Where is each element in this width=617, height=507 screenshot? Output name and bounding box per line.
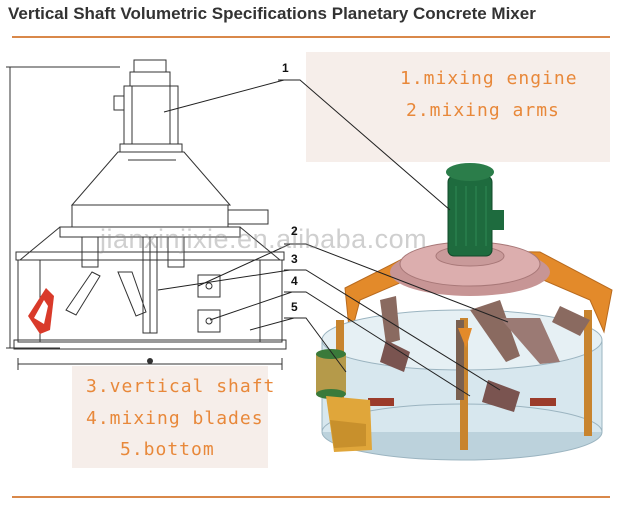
page-title: Vertical Shaft Volumetric Specifications… (8, 4, 536, 23)
bottom-label-panel (72, 366, 268, 468)
bottom-divider (12, 496, 610, 498)
legend-mixing-engine: 1.mixing engine (400, 68, 578, 89)
mixer-3d-render (316, 163, 613, 461)
legend-bottom: 5.bottom (120, 439, 215, 460)
callout-5: 5 (291, 300, 298, 314)
legend-mixing-arms: 2.mixing arms (406, 100, 560, 121)
callout-3: 3 (291, 252, 298, 266)
callout-4: 4 (291, 274, 298, 288)
top-label-panel (306, 52, 610, 162)
callout-2: 2 (291, 224, 298, 238)
legend-vertical-shaft: 3.vertical shaft (86, 376, 276, 397)
callout-1: 1 (282, 61, 289, 75)
title-divider (12, 36, 610, 38)
watermark-text: jianxinjixie.en.alibaba.com (100, 224, 428, 254)
legend-mixing-blades: 4.mixing blades (86, 408, 264, 429)
